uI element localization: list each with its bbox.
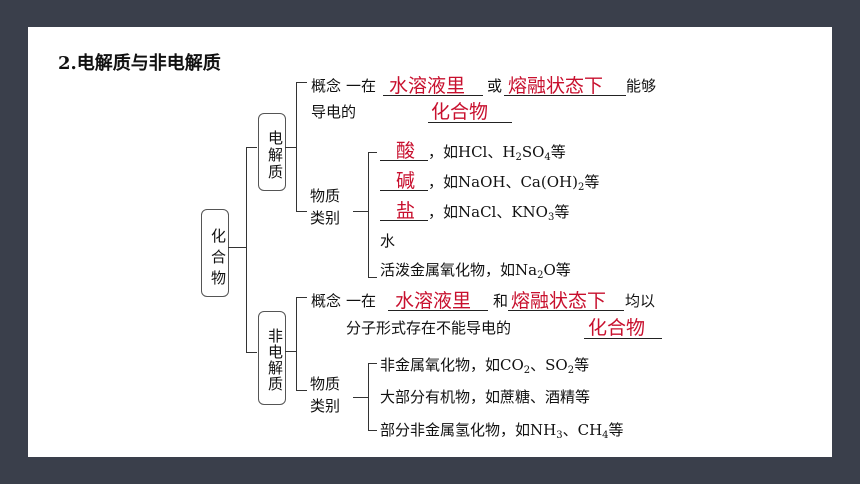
nonelectrolyte-category-bracket — [368, 363, 377, 431]
nonelectrolyte-category-label-text: 物质类别 — [310, 375, 341, 415]
electrolyte-connector — [285, 147, 296, 148]
answer-acid-line — [380, 160, 428, 161]
electrolyte-category-bracket — [368, 152, 377, 278]
electrolyte-category-label-text: 物质类别 — [310, 187, 341, 227]
electrolyte-concept-prefix: 一在 — [346, 77, 377, 95]
electrolyte-blank-molten: 熔融状态下 — [508, 75, 604, 97]
electrolyte-box-label: 电解质 — [266, 129, 284, 181]
nonelectrolyte-bracket — [296, 297, 307, 391]
answer-acid: 酸 — [396, 140, 416, 162]
category-salt-example: ，如NaCl、KNO3等 — [428, 203, 570, 223]
electrolyte-concept-label: 概念 — [311, 77, 342, 95]
nonelectrolyte-category-connector — [353, 397, 368, 398]
nonelectrolyte-concept-and: 和 — [493, 292, 509, 310]
category-organic: 大部分有机物，如蔗糖、酒精等 — [380, 388, 591, 406]
nonelectrolyte-concept-suffix: 均以 — [625, 292, 656, 310]
nonelectrolyte-blank-compound: 化合物 — [588, 317, 646, 339]
answer-salt-line — [380, 220, 428, 221]
slide: 2.电解质与非电解质 化合物 电解质 概念 一在 水溶液里 或 熔融状态下 能够… — [28, 27, 832, 457]
nonelectrolyte-blank-molten: 熔融状态下 — [511, 290, 607, 312]
electrolyte-category-connector — [353, 211, 368, 212]
electrolyte-blank-molten-line — [504, 95, 626, 96]
section-title: 2.电解质与非电解质 — [58, 53, 221, 74]
root-bracket — [246, 147, 257, 353]
electrolyte-bracket — [296, 82, 307, 212]
nonelectrolyte-concept-label: 概念 — [311, 292, 342, 310]
category-active-metal-oxide: 活泼金属氧化物，如Na2O等 — [380, 261, 571, 281]
category-water: 水 — [380, 232, 396, 250]
answer-salt: 盐 — [396, 200, 416, 222]
nonelectrolyte-blank-aqueous: 水溶液里 — [395, 290, 472, 312]
answer-base-line — [380, 190, 428, 191]
electrolyte-blank-aqueous-line — [383, 95, 483, 96]
electrolyte-blank-compound: 化合物 — [431, 101, 489, 123]
electrolyte-concept-or: 或 — [487, 77, 503, 95]
nonelectrolyte-connector — [285, 351, 296, 352]
answer-base: 碱 — [396, 170, 416, 192]
nonelectrolyte-concept-prefix: 一在 — [346, 292, 377, 310]
nonelectrolyte-concept-line2: 分子形式存在不能导电的 — [346, 319, 512, 337]
root-box-label: 化合物 — [209, 227, 227, 291]
electrolyte-concept-suffix: 能够 — [626, 77, 657, 95]
nonelectrolyte-box-label: 非电解质 — [266, 328, 284, 392]
electrolyte-concept-line2: 导电的 — [311, 103, 357, 121]
electrolyte-blank-compound-line — [428, 122, 512, 123]
category-nonmetal-oxide: 非金属氧化物，如CO2、SO2等 — [380, 356, 590, 376]
category-nonmetal-hydride: 部分非金属氢化物，如NH3、CH4等 — [380, 421, 624, 441]
nonelectrolyte-blank-aqueous-line — [388, 310, 488, 311]
category-base-example: ，如NaOH、Ca(OH)2等 — [428, 173, 600, 193]
category-acid-example: ，如HCl、H2SO4等 — [428, 143, 566, 163]
nonelectrolyte-blank-compound-line — [584, 338, 662, 339]
electrolyte-blank-aqueous: 水溶液里 — [389, 75, 466, 97]
root-box-compound: 化合物 — [201, 209, 229, 297]
root-connector — [228, 247, 246, 248]
electrolyte-category-label: 物质类别 — [310, 185, 350, 229]
nonelectrolyte-blank-molten-line — [508, 310, 624, 311]
nonelectrolyte-box: 非电解质 — [258, 311, 286, 405]
electrolyte-box: 电解质 — [258, 113, 286, 191]
nonelectrolyte-category-label: 物质类别 — [310, 373, 350, 417]
